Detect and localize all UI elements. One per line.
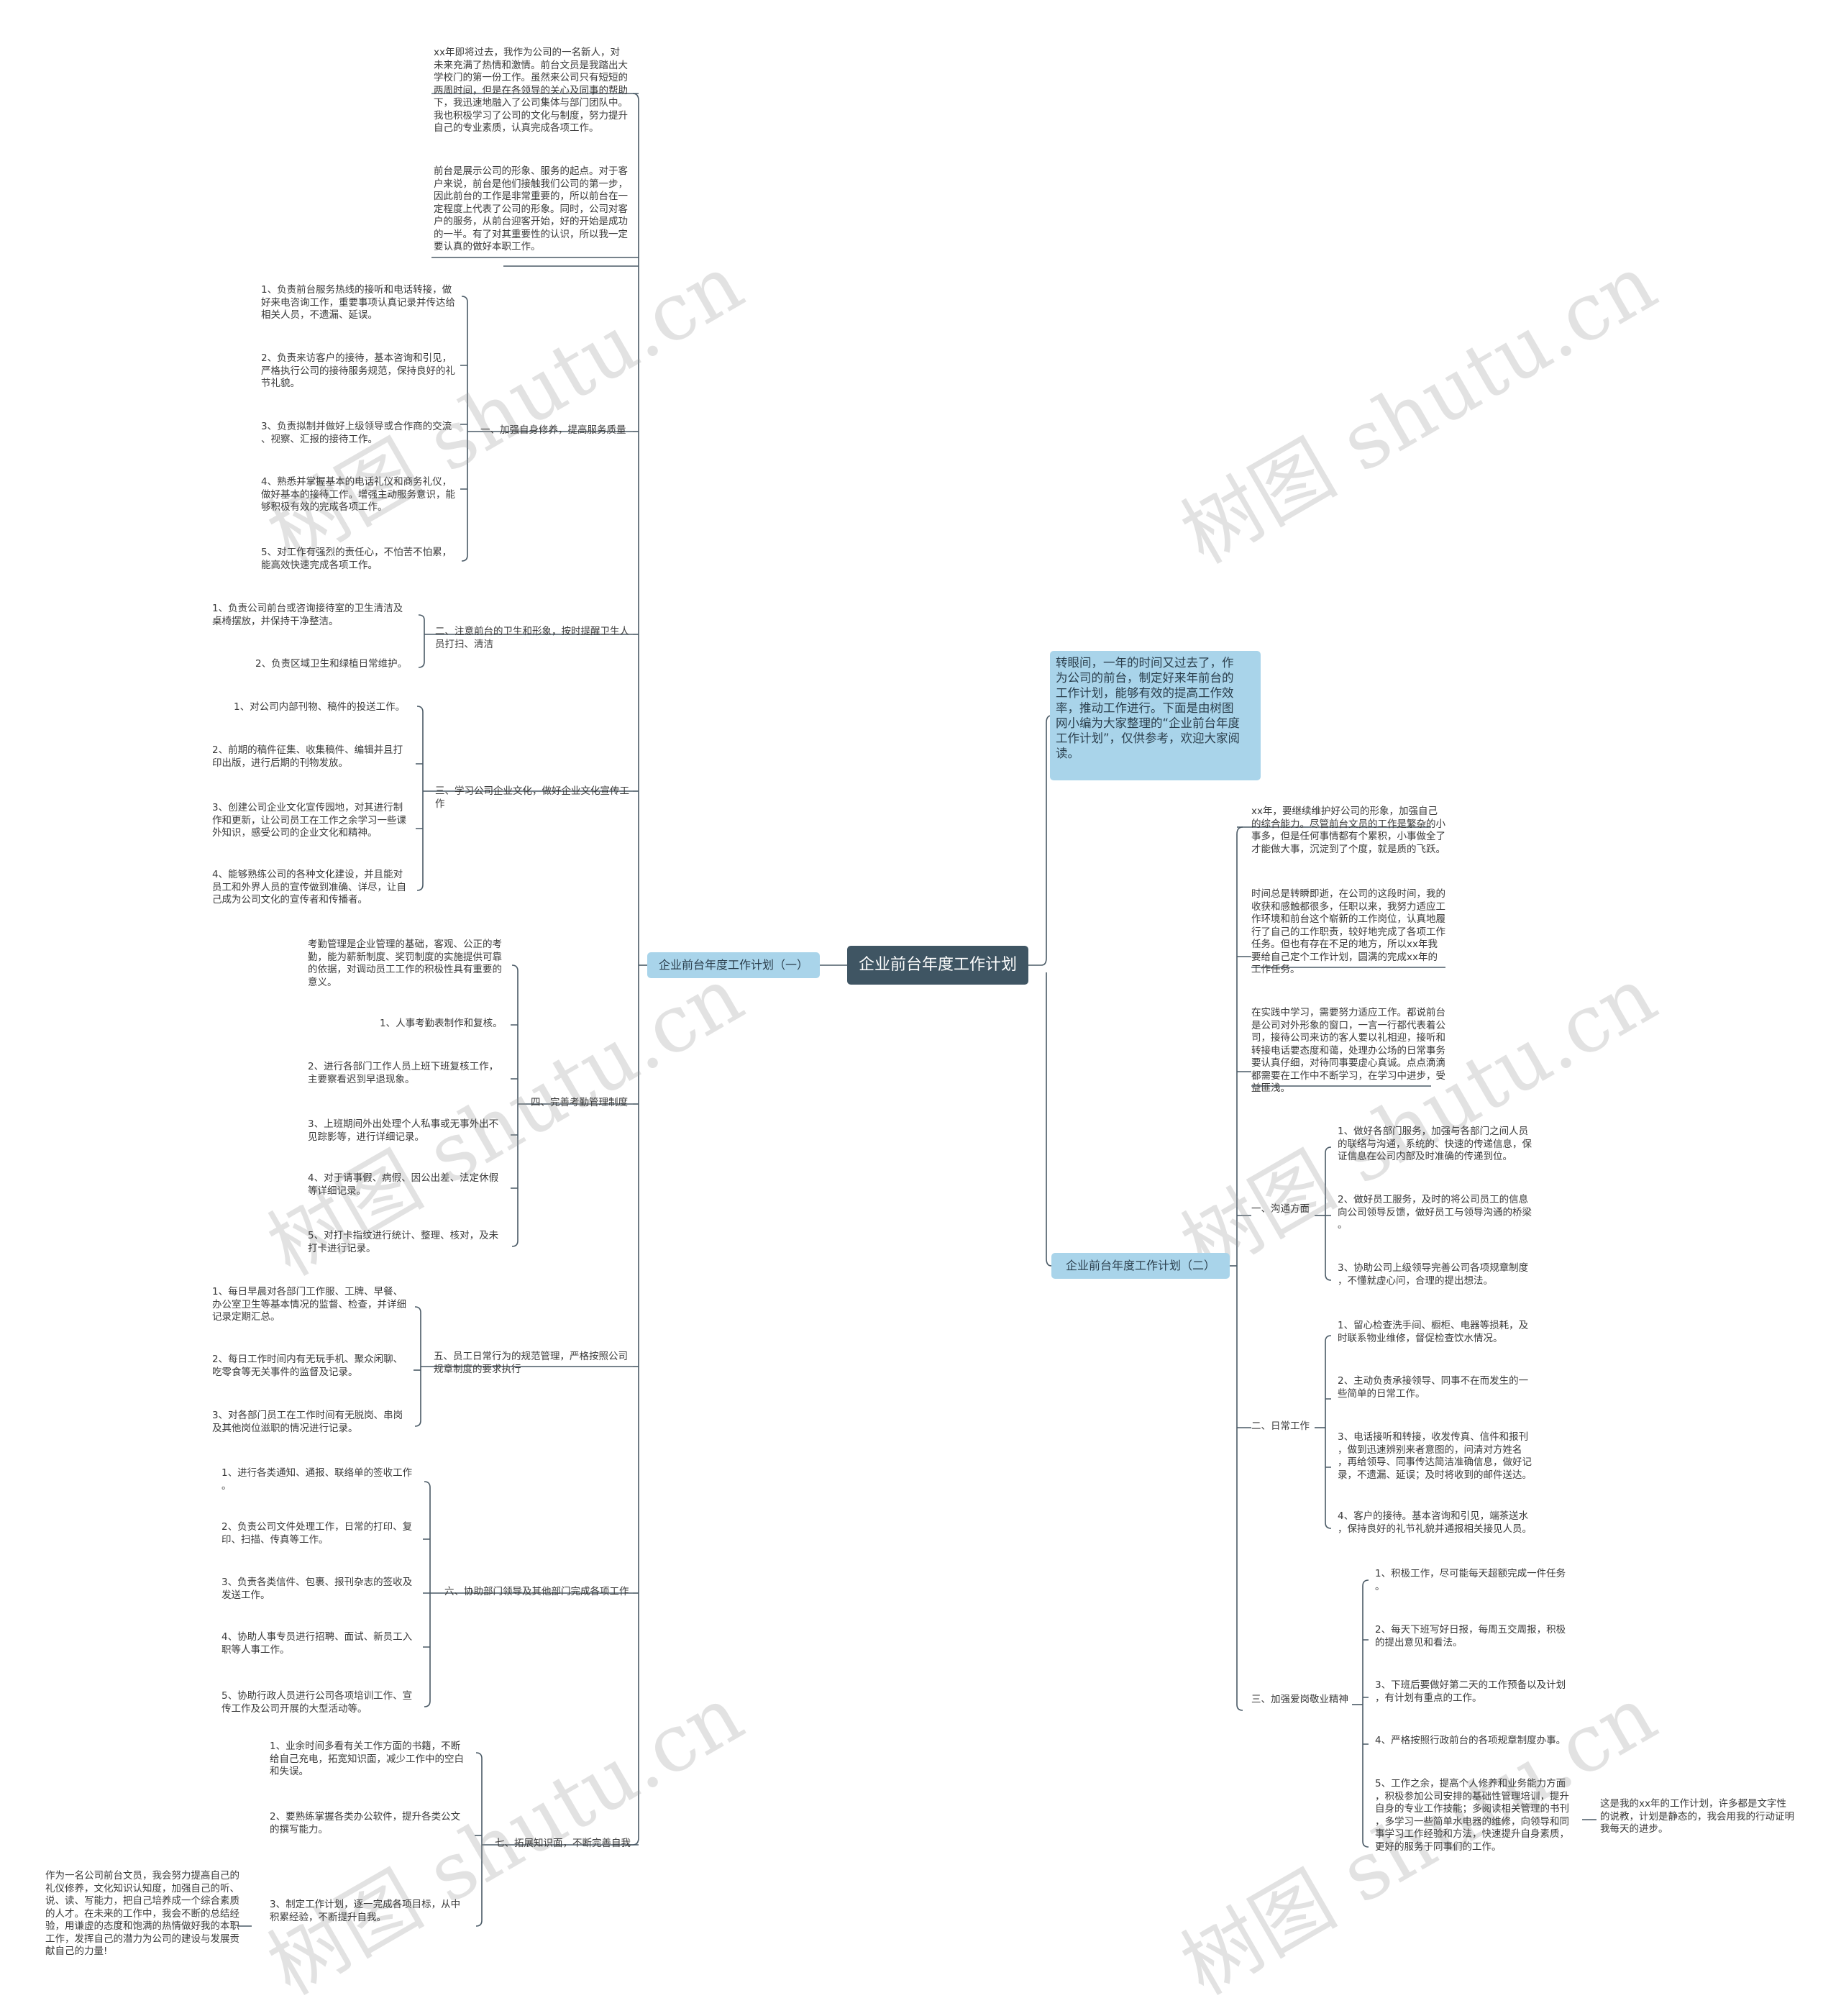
list-item: 1、业余时间多看有关工作方面的书籍，不断 给自己充电，拓宽知识面，减少工作中的空… [270,1741,464,1777]
list-item: 5、协助行政人员进行公司各项培训工作、宣 传工作及公司开展的大型活动等。 [221,1690,413,1715]
left-section-4-label: 四、完善考勤管理制度 [531,1097,628,1108]
left-section-6-label: 六、协助部门领导及其他部门完成各项工作 [444,1586,629,1597]
list-item: 2、进行各部门工作人员上班下班复核工作， 主要察看迟到早退现象。 [308,1061,499,1085]
list-item: 3、下班后要做好第二天的工作预备以及计划 ，有计划有重点的工作。 [1375,1679,1566,1704]
list-item: 1、留心检查洗手间、橱柜、电器等损耗，及 时联系物业维修，督促检查饮水情况。 [1338,1320,1529,1344]
branch-right[interactable]: 企业前台年度工作计划（二） [1051,1253,1230,1279]
list-item: 5、对打卡指纹进行统计、整理、核对，及未 打卡进行记录。 [308,1230,499,1254]
right-section-3-label: 三、加强爱岗敬业精神 [1251,1694,1348,1705]
list-item: 4、熟悉并掌握基本的电话礼仪和商务礼仪， 做好基本的接待工作。增强主动服务意识，… [261,476,455,513]
right-section-1-label: 一、沟通方面 [1251,1203,1310,1215]
list-item: 2、负责公司文件处理工作，日常的打印、复 印、扫描、传真等工作。 [221,1521,413,1546]
list-item: 1、负责前台服务热线的接听和电话转接，做 好来电咨询工作，重要事项认真记录并传达… [261,284,455,321]
root-node[interactable]: 企业前台年度工作计划 [847,946,1028,985]
list-item: 2、每日工作时间内有无玩手机、聚众闲聊、 吃零食等无关事件的监督及记录。 [212,1354,403,1378]
left-paragraph-1: xx年即将过去，我作为公司的一名新人，对 未来充满了热情和激情。前台文员是我踏出… [434,47,628,134]
list-item: 2、要熟练掌握各类办公软件，提升各类公文 的撰写能力。 [270,1811,461,1835]
list-item: 3、制定工作计划，逐一完成各项目标，从中 积累经验，不断提升自我。 [270,1899,461,1923]
left-section-2-label: 二、注意前台的卫生和形象，按时提醒卫生人 员打扫、清洁 [435,626,629,650]
list-item: 考勤管理是企业管理的基础，客观、公正的考 勤，能为薪新制度、奖罚制度的实施提供可… [308,939,502,988]
list-item: 3、负责各类信件、包裹、报刊杂志的签收及 发送工作。 [221,1577,413,1601]
branch-left[interactable]: 企业前台年度工作计划（一） [647,952,820,978]
list-item: 2、主动负责承接领导、同事不在而发生的一 些简单的日常工作。 [1338,1375,1529,1400]
closing-paragraph: 这是我的xx年的工作计划，许多都是文字性 的说教，计划是静态的，我会用我的行动证… [1600,1798,1794,1835]
list-item: 5、对工作有强烈的责任心，不怕苦不怕累， 能高效快速完成各项工作。 [261,547,452,571]
list-item: 2、前期的稿件征集、收集稿件、编辑并且打 印出版，进行后期的刊物发放。 [212,744,403,769]
list-item: 4、客户的接待。基本咨询和引见，端茶送水 ，保持良好的礼节礼貌并通报相关接见人员… [1338,1510,1532,1535]
left-paragraph-2: 前台是展示公司的形象、服务的起点。对于客 户来说，前台是他们接触我们公司的第一步… [434,165,628,252]
list-item: 5、工作之余，提高个人修养和业务能力方面 ，积极参加公司安排的基础性管理培训，提… [1375,1778,1569,1853]
left-section-5-label: 五、员工日常行为的规范管理，严格按照公司 规章制度的要求执行 [434,1351,628,1375]
right-paragraph-3: 在实践中学习，需要努力适应工作。都说前台 是公司对外形象的窗口，一言一行都代表着… [1251,1007,1445,1094]
list-item: 4、能够熟练公司的各种文化建设，并且能对 员工和外界人员的宣传做到准确、详尽，让… [212,869,406,906]
list-item: 2、负责来访客户的接待，基本咨询和引见， 严格执行公司的接待服务规范，保持良好的… [261,352,455,389]
list-item: 4、对于请事假、病假、因公出差、法定休假 等详细记录。 [308,1172,499,1197]
list-item: 3、对各部门员工在工作时间有无脱岗、串岗 及其他岗位滋职的情况进行记录。 [212,1410,403,1434]
list-item: 3、创建公司企业文化宣传园地，对其进行制 作和更新，让公司员工在工作之余学习一些… [212,802,406,839]
list-item: 1、负责公司前台或咨询接待室的卫生清洁及 桌椅摆放，并保持干净整洁。 [212,603,403,627]
list-item: 4、严格按照行政前台的各项规章制度办事。 [1375,1735,1566,1746]
list-item: 3、协助公司上级领导完善公司各项规章制度 ，不懂就虚心问，合理的提出想法。 [1338,1262,1529,1287]
list-item: 1、人事考勤表制作和复核。 [380,1018,503,1029]
closing-paragraph: 作为一名公司前台文员，我会努力提高自己的 礼仪修养，文化知识认知度，加强自己的听… [45,1870,239,1957]
right-paragraph-1: xx年，要继续维护好公司的形象，加强自己 的综合能力。尽管前台文员的工作是繁杂的… [1251,806,1445,855]
list-item: 1、做好各部门服务，加强与各部门之间人员 的联络与沟通，系统的、快速的传递信息，… [1338,1126,1532,1162]
list-item: 4、协助人事专员进行招聘、面试、新员工入 职等人事工作。 [221,1631,413,1656]
left-section-7-label: 七、拓展知识面，不断完善自我 [495,1838,631,1849]
list-item: 1、每日早晨对各部门工作服、工牌、早餐、 办公室卫生等基本情况的监督、检查，并详… [212,1286,406,1323]
left-section-1-label: 一、加强自身修养，提高服务质量 [480,424,626,436]
list-item: 3、上班期间外出处理个人私事或无事外出不 见踪影等，进行详细记录。 [308,1118,499,1143]
list-item: 3、电话接听和转接，收发传真、信件和报刊 ，做到迅速辨别来者意图的，问清对方姓名… [1338,1431,1532,1481]
intro-node[interactable]: 转眼间，一年的时间又过去了，作 为公司的前台，制定好来年前台的 工作计划，能够有… [1050,651,1261,780]
list-item: 2、负责区域卫生和绿植日常维护。 [255,658,408,670]
right-paragraph-2: 时间总是转瞬即逝，在公司的这段时间，我的 收获和感触都很多，任职以来，我努力适应… [1251,888,1445,975]
list-item: 2、做好员工服务，及时的将公司员工的信息 向公司领导反馈，做好员工与领导沟通的桥… [1338,1194,1532,1231]
left-section-3-label: 三、学习公司企业文化，做好企业文化宣传工 作 [435,785,629,810]
list-item: 2、每天下班写好日报，每周五交周报，积极 的提出意见和看法。 [1375,1624,1566,1648]
right-section-2-label: 二、日常工作 [1251,1420,1310,1432]
list-item: 1、积极工作，尽可能每天超额完成一件任务 。 [1375,1568,1566,1592]
list-item: 3、负责拟制并做好上级领导或合作商的交流 、视察、汇报的接待工作。 [261,421,452,445]
list-item: 1、进行各类通知、通报、联络单的签收工作 。 [221,1467,413,1492]
list-item: 1、对公司内部刊物、稿件的投送工作。 [234,701,406,713]
